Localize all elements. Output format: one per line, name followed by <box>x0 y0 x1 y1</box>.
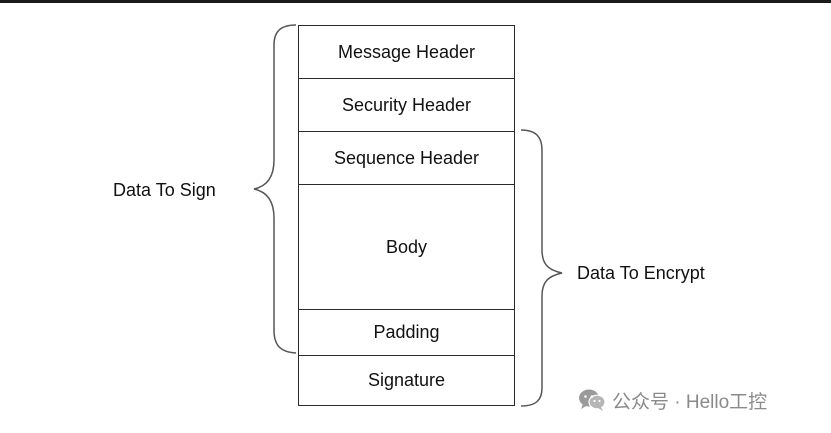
top-divider <box>0 0 831 3</box>
block-padding: Padding <box>298 309 515 356</box>
block-body: Body <box>298 184 515 310</box>
block-message-header: Message Header <box>298 25 515 79</box>
block-label: Signature <box>367 370 446 390</box>
block-label: Message Header <box>337 41 476 62</box>
data-to-sign-label: Data To Sign <box>113 180 216 200</box>
data-to-encrypt-label: Data To Encrypt <box>577 263 705 283</box>
block-security-header: Security Header <box>298 78 515 132</box>
block-label: Sequence Header <box>333 147 480 168</box>
left-curly-brace <box>253 24 297 354</box>
watermark: 公众号 · Hello工控 <box>578 386 767 414</box>
watermark-text: 公众号 · Hello工控 <box>612 391 768 413</box>
block-label: Padding <box>373 322 440 342</box>
block-label: Security Header <box>341 94 472 115</box>
block-signature: Signature <box>298 355 515 406</box>
block-label: Body <box>385 236 428 257</box>
wechat-icon <box>579 389 606 411</box>
right-curly-brace <box>520 129 563 407</box>
message-structure-stack: Message Header Security Header Sequence … <box>298 25 515 406</box>
block-sequence-header: Sequence Header <box>298 131 515 185</box>
